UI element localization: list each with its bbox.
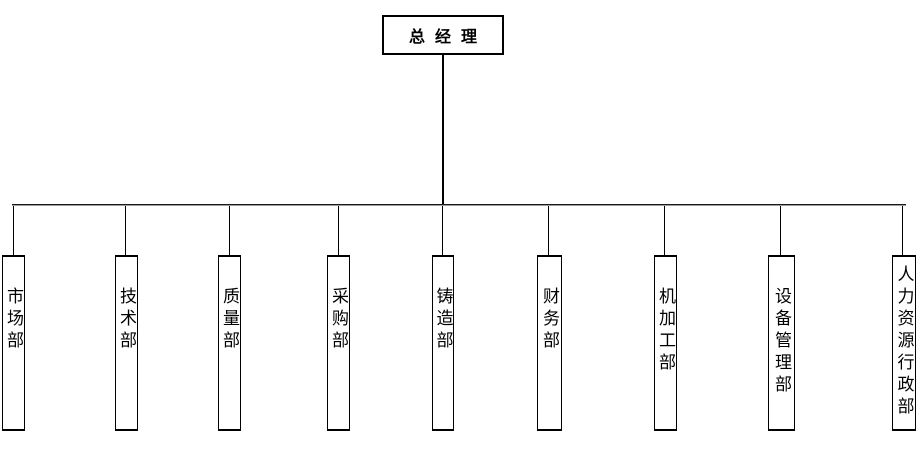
org-node-marketing-label: 市场部 — [4, 287, 23, 353]
org-node-general-manager: 总经理 — [382, 15, 504, 55]
connector-drop-equipment-management — [780, 206, 781, 256]
org-node-hr-admin: 人力资源行政部 — [892, 255, 916, 431]
connector-drop-casting — [442, 206, 443, 256]
connector-root-vertical — [442, 55, 444, 205]
connector-drop-purchasing — [338, 206, 339, 256]
connector-drop-marketing — [13, 206, 14, 256]
org-node-equipment-management: 设备管理部 — [768, 255, 795, 431]
org-node-casting: 铸造部 — [432, 255, 454, 431]
org-node-marketing: 市场部 — [2, 255, 25, 431]
org-node-equipment-management-label: 设备管理部 — [772, 287, 791, 397]
org-node-technology-label: 技术部 — [117, 287, 136, 353]
org-node-machining-label: 机加工部 — [656, 287, 675, 375]
org-node-purchasing-label: 采购部 — [329, 287, 348, 353]
org-node-hr-admin-label: 人力资源行政部 — [894, 265, 914, 419]
connector-drop-hr-admin — [902, 206, 903, 256]
org-node-purchasing: 采购部 — [327, 255, 350, 431]
connector-drop-quality — [229, 206, 230, 256]
org-node-technology: 技术部 — [115, 255, 138, 431]
connector-drop-technology — [125, 206, 126, 256]
org-node-quality-label: 质量部 — [220, 287, 239, 353]
org-node-general-manager-label: 总经理 — [408, 29, 487, 46]
org-node-finance-label: 财务部 — [540, 287, 559, 353]
org-node-quality: 质量部 — [218, 255, 241, 431]
connector-trunk-horizontal — [12, 204, 906, 206]
org-node-machining: 机加工部 — [654, 255, 677, 431]
org-node-finance: 财务部 — [537, 255, 562, 431]
connector-drop-finance — [548, 206, 549, 256]
org-node-casting-label: 铸造部 — [433, 287, 453, 353]
connector-drop-machining — [664, 206, 665, 256]
